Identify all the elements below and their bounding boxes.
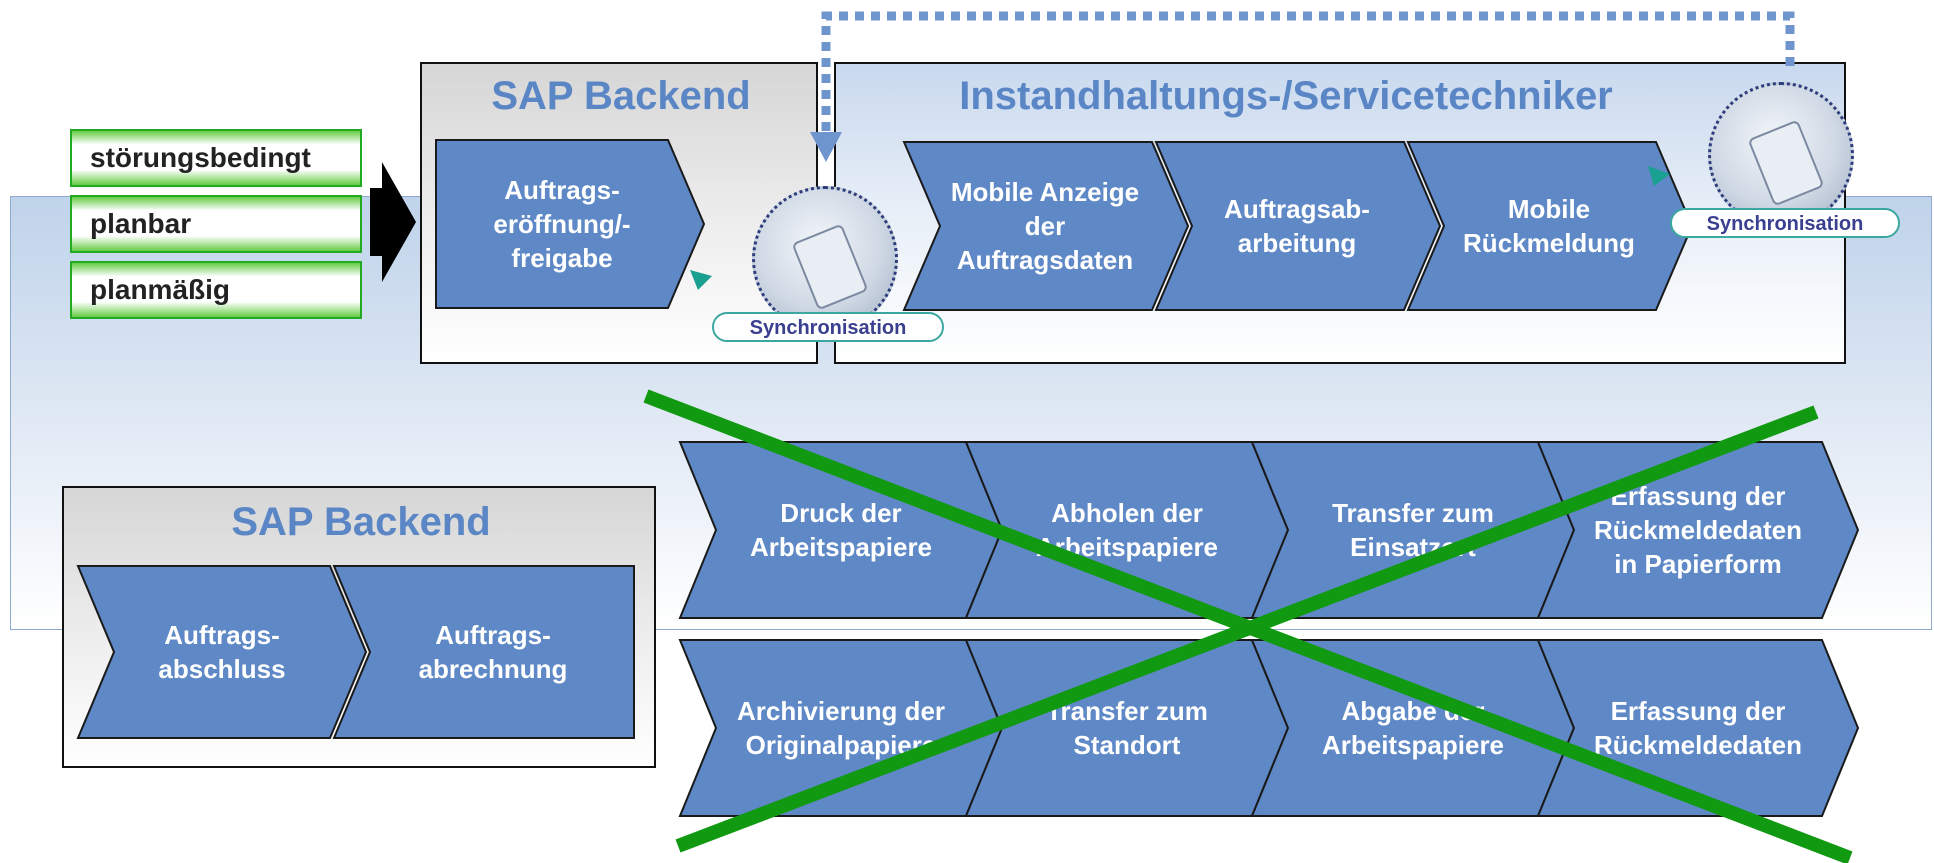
sync-device-icon <box>752 186 898 332</box>
step-label: Auftrags- abschluss <box>158 620 286 684</box>
step-label: Mobile Rückmeldung <box>1463 194 1635 258</box>
step-label: Auftragsab- arbeitung <box>1224 194 1370 258</box>
chevron-auftragsabschluss <box>76 565 368 739</box>
arrow-right-icon <box>370 162 416 282</box>
old-step-label: Erfassung der Rückmeldedaten in Papierfo… <box>1593 481 1803 579</box>
old-step-label: Archivierung der Originalpapiere <box>736 696 946 760</box>
sync-label: Synchronisation <box>712 312 944 342</box>
step-label: Auftrags- eröffnung/- freigabe <box>493 175 631 273</box>
step-label: Mobile Anzeige der Auftragsdaten <box>950 177 1140 275</box>
old-step-label: Druck der Arbeitspapiere <box>749 498 933 562</box>
sync-arrow-icon <box>1648 166 1670 186</box>
chevron-mobile-rueckmeldung <box>1406 141 1694 311</box>
chevron-auftragsabarbeitung <box>1154 141 1442 311</box>
sync-feedback-arrow <box>821 11 1795 132</box>
chevron-auftragsabrechnung <box>332 565 635 739</box>
sync-label: Synchronisation <box>1670 208 1900 238</box>
step-label: Auftrags- abrechnung <box>418 620 568 684</box>
trigger-stoerungsbedingt: störungsbedingt <box>70 129 362 187</box>
trigger-planbar: planbar <box>70 195 362 253</box>
sync-arrow-icon <box>810 132 842 162</box>
chevron-mobile-anzeige <box>902 141 1190 311</box>
panel-title: SAP Backend <box>231 500 491 544</box>
panel-title: SAP Backend <box>491 74 751 118</box>
trigger-planmaessig: planmäßig <box>70 261 362 319</box>
sync-arrow-icon <box>690 270 712 290</box>
chevron-auftragseroeffnung <box>435 139 706 309</box>
old-step-label: Erfassung der Rückmeldedaten <box>1593 696 1803 760</box>
panel-title: Instandhaltungs-/Servicetechniker <box>959 74 1613 118</box>
